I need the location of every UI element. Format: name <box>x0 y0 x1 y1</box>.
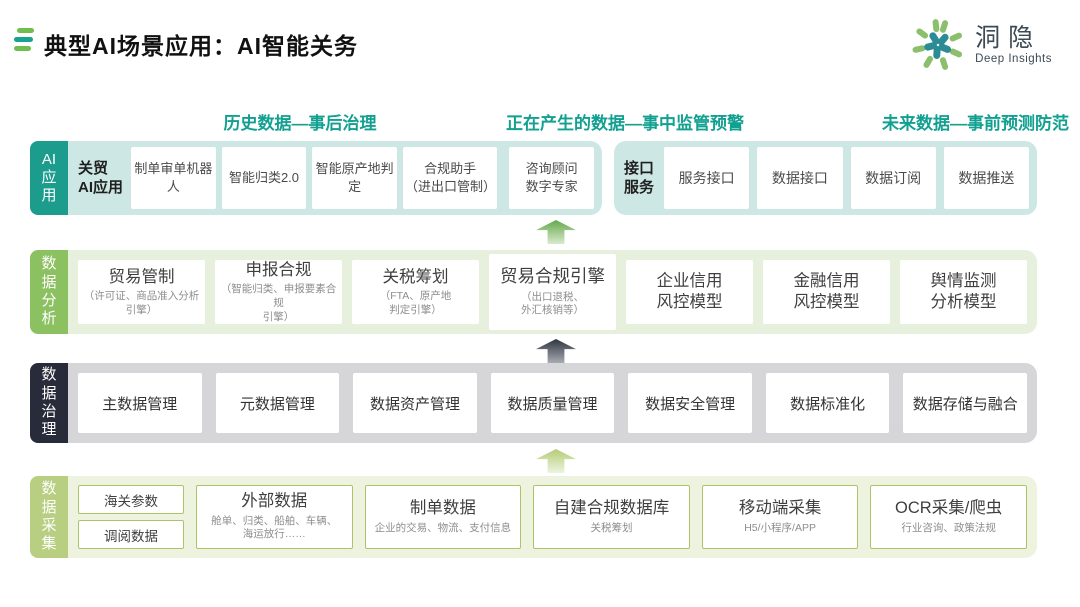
card-master-data-mgmt: 主数据管理 <box>78 373 202 433</box>
card-data-quality-mgmt: 数据质量管理 <box>490 373 615 433</box>
card-trade-compliance-engine: 贸易合规引擎 （出口退税、 外汇核销等） <box>489 254 616 330</box>
arrow-up-governance-to-analysis-icon <box>536 339 576 363</box>
card-trade-control: 贸易管制 （许可证、商品准入分析 引擎） <box>78 260 205 324</box>
card-smart-classification: 智能归类2.0 <box>221 147 307 209</box>
card-doc-review-robot: 制单审单机器人 <box>131 147 216 209</box>
card-tariff-planning: 关税筹划 （FTA、原产地 判定引擎） <box>352 260 479 324</box>
row-label-data-governance: 数 据 治 理 <box>30 363 68 443</box>
card-service-interface: 服务接口 <box>664 147 750 209</box>
group-data-collection: 海关参数 调阅数据 外部数据 舱单、归类、船舶、车辆、 海运放行…… 制单数据 … <box>68 476 1037 558</box>
card-financial-credit-model: 金融信用 风控模型 <box>763 260 890 324</box>
deep-insights-swirl-icon <box>912 19 963 70</box>
card-doc-creation-data: 制单数据 企业的交易、物流、支付信息 <box>364 485 522 549</box>
card-data-standardization: 数据标准化 <box>765 373 890 433</box>
title-bars-icon <box>14 28 36 56</box>
card-origin-determination: 智能原产地判定 <box>312 147 397 209</box>
card-data-subscription: 数据订阅 <box>850 147 936 209</box>
column-header-current: 正在产生的数据—事中监管预警 <box>506 114 744 133</box>
card-metadata-mgmt: 元数据管理 <box>215 373 340 433</box>
group-label-interface-services: 接口 服务 <box>624 159 655 197</box>
arrow-up-analysis-to-application-icon <box>536 220 576 244</box>
card-declaration-compliance: 申报合规 （智能归类、申报要素合规 引擎） <box>215 260 342 324</box>
brand-logo: 洞隐 Deep Insights <box>909 16 1052 74</box>
row-label-data-collection: 数 据 采 集 <box>30 476 68 558</box>
column-header-history: 历史数据—事后治理 <box>223 114 377 133</box>
arrow-up-collection-to-governance-icon <box>536 449 576 473</box>
card-self-built-compliance-db: 自建合规数据库 关税筹划 <box>533 485 690 549</box>
card-data-push: 数据推送 <box>943 147 1030 209</box>
group-interface-services: 接口 服务 服务接口 数据接口 数据订阅 数据推送 <box>614 141 1037 215</box>
card-enterprise-credit-model: 企业信用 风控模型 <box>626 260 753 324</box>
brand-name: 洞隐 <box>975 23 1042 52</box>
column-header-future: 未来数据—事前预测防范 <box>882 114 1069 133</box>
page-title: 典型AI场景应用：AI智能关务 <box>44 33 358 59</box>
card-mobile-collection: 移动端采集 H5/小程序/APP <box>701 485 859 549</box>
group-data-analysis: 贸易管制 （许可证、商品准入分析 引擎） 申报合规 （智能归类、申报要素合规 引… <box>68 250 1037 334</box>
card-data-interface: 数据接口 <box>757 147 843 209</box>
card-data-security-mgmt: 数据安全管理 <box>628 373 752 433</box>
card-customs-parameters: 海关参数 <box>78 485 184 514</box>
card-ocr-crawler: OCR采集/爬虫 行业咨询、政策法规 <box>870 485 1027 549</box>
card-external-data: 外部数据 舱单、归类、船舶、车辆、 海运放行…… <box>196 485 353 549</box>
card-compliance-assistant: 合规助手 （进出口管制） <box>402 147 498 209</box>
brand-subtitle: Deep Insights <box>975 53 1052 66</box>
card-data-asset-mgmt: 数据资产管理 <box>353 373 477 433</box>
card-retrieved-data: 调阅数据 <box>78 520 184 549</box>
group-label-customs-ai: 关贸 AI应用 <box>78 159 124 197</box>
group-customs-ai: 关贸 AI应用 制单审单机器人 智能归类2.0 智能原产地判定 合规助手 （进出… <box>68 141 602 215</box>
row-label-data-analysis: 数 据 分 析 <box>30 250 68 334</box>
card-data-storage-fusion: 数据存储与融合 <box>903 373 1028 433</box>
group-data-governance: 主数据管理 元数据管理 数据资产管理 数据质量管理 数据安全管理 数据标准化 数… <box>68 363 1037 443</box>
row-label-ai-application: AI 应 用 <box>30 141 68 215</box>
stack-customs-params: 海关参数 调阅数据 <box>78 485 184 549</box>
card-sentiment-monitoring-model: 舆情监测 分析模型 <box>900 260 1027 324</box>
card-digital-consultant: 咨询顾问 数字专家 <box>509 147 594 209</box>
